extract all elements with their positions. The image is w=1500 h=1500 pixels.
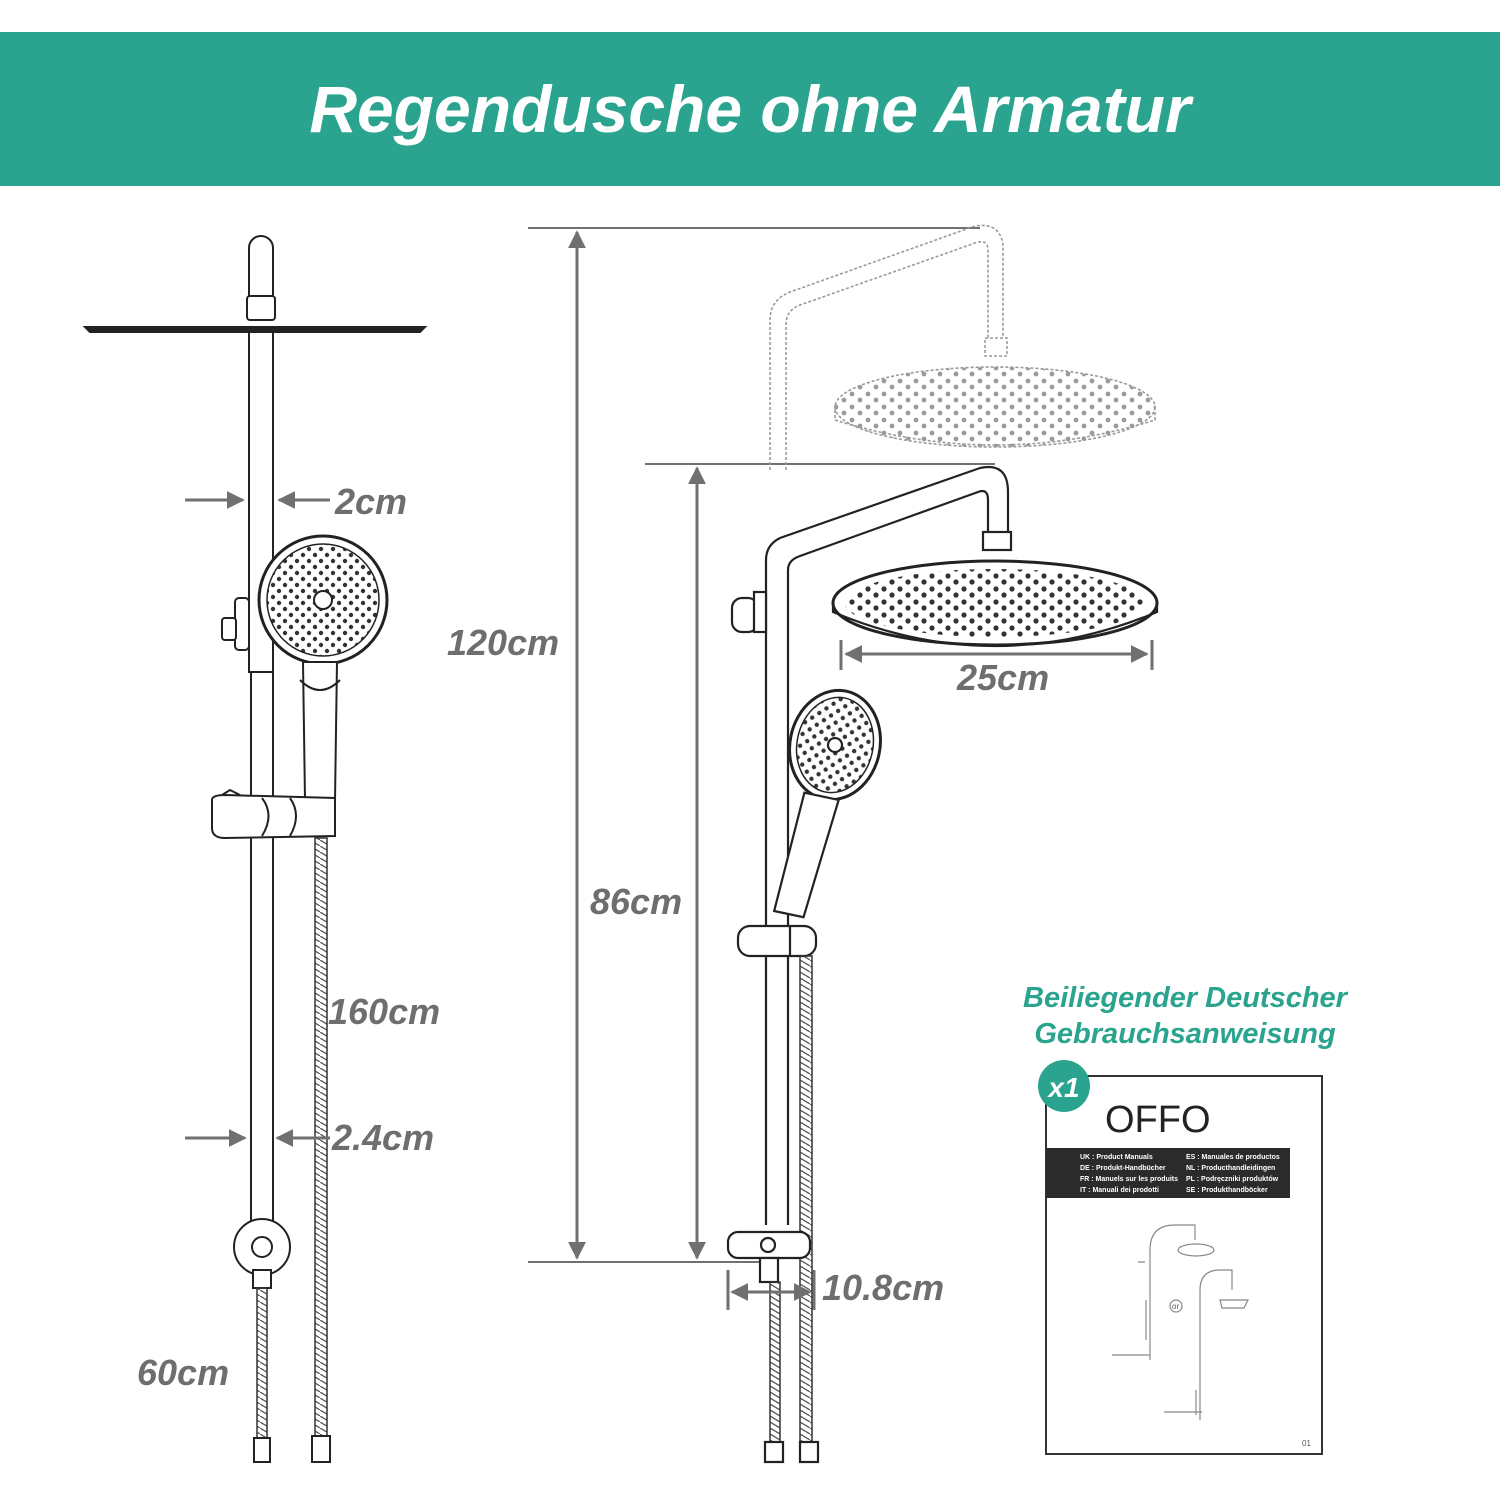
dim-160cm: 160cm [328,991,440,1032]
title-banner: Regendusche ohne Armatur [0,32,1500,186]
dim-60cm: 60cm [137,1352,229,1393]
manual-language-list: UK : Product Manuals DE : Produkt-Handbü… [1080,1154,1280,1194]
dim-2cm: 2cm [334,481,407,522]
dim-25cm: 25cm [956,657,1049,698]
dim-86cm: 86cm [590,881,682,922]
manual-caption-line1: Beiliegender Deutscher [1023,982,1347,1014]
manual-page-number: 01 [1302,1439,1311,1448]
quantity-label: x1 [1046,1072,1079,1103]
left-dimension-arrows [185,491,330,1147]
lang-se: SE : Produkthandböcker [1186,1187,1268,1194]
dim-120cm: 120cm [447,622,559,663]
height-dimension-lines [528,227,995,1263]
quantity-badge [1038,1060,1090,1112]
raised-position-outline [769,224,1156,470]
lang-fr: FR : Manuels sur les produits [1080,1176,1178,1183]
manual-illustration [1112,1224,1249,1420]
manual-brand: OFFO [1105,1099,1211,1141]
lang-de: DE : Produkt-Handbücher [1080,1165,1166,1172]
lang-pl: PL : Podręczniki produktów [1186,1176,1279,1183]
side-view-shower [82,235,428,1463]
front-view-shower [726,465,1159,1464]
lang-nl: NL : Producthandleidingen [1186,1165,1275,1172]
width-dimension-arrows [726,640,1154,1310]
manual-caption-line2: Gebrauchsanweisung [1034,1018,1336,1050]
manual-or-label: or [1172,1302,1179,1311]
dim-10-8cm: 10.8cm [822,1267,944,1308]
page-title: Regendusche ohne Armatur [309,72,1191,146]
lang-uk: UK : Product Manuals [1080,1154,1153,1161]
manual-booklet: OFFO UK : Product Manuals DE : Produkt-H… [1038,1060,1323,1455]
lang-it: IT : Manuali dei prodotti [1080,1187,1159,1194]
dim-2-4cm: 2.4cm [331,1117,434,1158]
manual-caption: Beiliegender Deutscher Gebrauchsanweisun… [960,980,1410,1052]
lang-es: ES : Manuales de productos [1186,1154,1280,1161]
